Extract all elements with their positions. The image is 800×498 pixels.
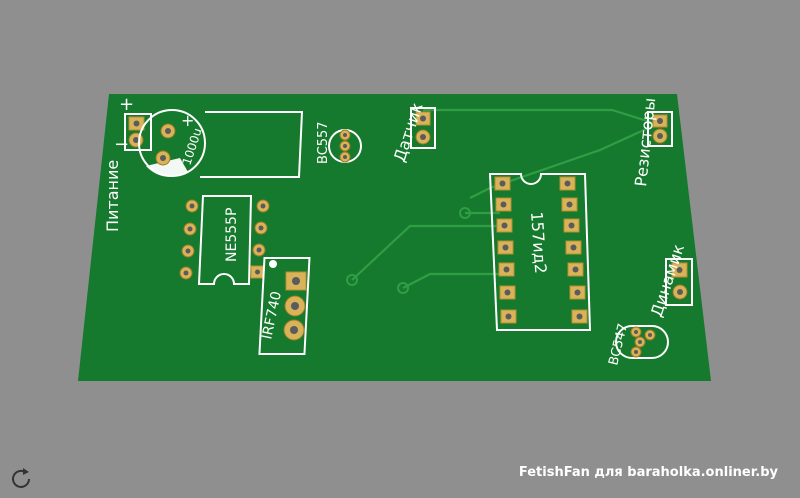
transistor-bc557-footprint xyxy=(328,129,362,163)
trace xyxy=(351,224,500,281)
rotate-icon[interactable] xyxy=(8,466,34,492)
timer-ic-label: NE555P xyxy=(224,208,240,262)
pcb-traces xyxy=(346,108,661,294)
decoder-ic-label: 157ид2 xyxy=(527,211,550,274)
timer-ic-ne555p-footprint xyxy=(179,195,270,285)
capacitor-footprint xyxy=(138,109,304,178)
trace xyxy=(402,272,500,289)
minus-marker: − xyxy=(114,134,129,155)
trace xyxy=(423,108,661,127)
watermark-caption: FetishFan для baraholka.onliner.by xyxy=(518,465,778,480)
speaker-connector xyxy=(665,258,693,306)
power-label: Питание xyxy=(103,160,122,232)
decoder-ic-footprint xyxy=(488,173,592,331)
transistor-bc557-label: BC557 xyxy=(316,121,331,164)
sensor-connector xyxy=(410,107,436,149)
transistor-bc547-footprint xyxy=(615,325,669,359)
plus-marker: + xyxy=(119,94,134,115)
capacitor-plus-marker: + xyxy=(181,111,194,130)
mosfet-irf740-footprint xyxy=(258,257,311,355)
trace xyxy=(469,123,656,199)
resistors-connector xyxy=(647,111,673,147)
